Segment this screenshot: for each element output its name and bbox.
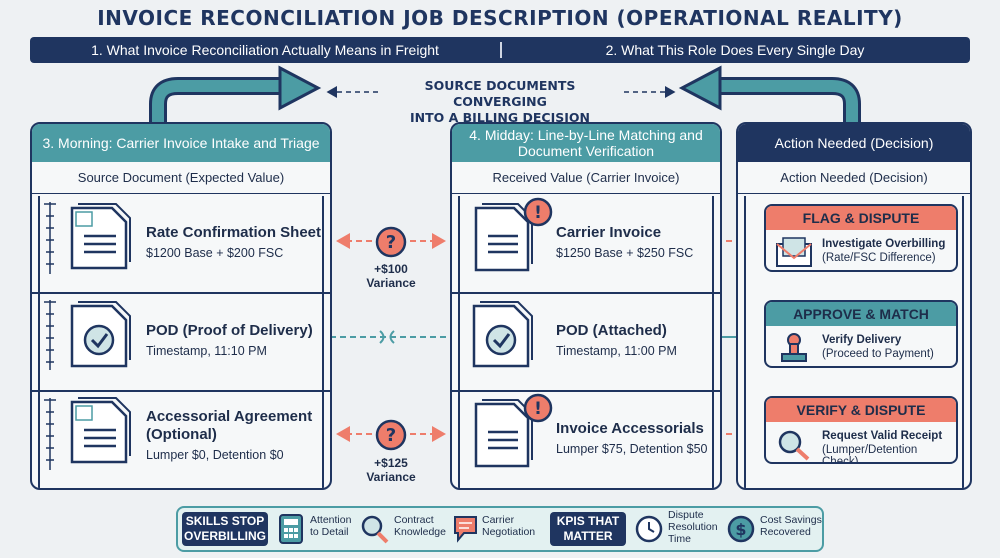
section-divider — [500, 42, 502, 58]
decision-verify-dispute: VERIFY & DISPUTE Request Valid Receipt (… — [764, 396, 958, 464]
envelope-icon — [776, 237, 812, 267]
ruler-ticks — [44, 202, 56, 470]
panel-morning-header: 3. Morning: Carrier Invoice Intake and T… — [32, 124, 330, 162]
page-title: INVOICE RECONCILIATION JOB DESCRIPTION (… — [97, 6, 903, 30]
panel-action-header: Action Needed (Decision) — [738, 124, 970, 162]
section-2-label: 2. What This Role Does Every Single Day — [605, 42, 865, 58]
magnifier-icon — [778, 430, 810, 461]
row-title: POD (Proof of Delivery) — [146, 322, 313, 339]
magnifier-icon — [361, 515, 389, 544]
alert-icon: ! — [474, 197, 553, 272]
row-value: $1200 Base + $200 FSC — [146, 246, 284, 260]
panel-midday-subheader: Received Value (Carrier Invoice) — [452, 162, 720, 194]
row-value: Lumper $0, Detention $0 — [146, 448, 284, 462]
decision-label: FLAG & DISPUTE — [766, 206, 956, 230]
row-value: Lumper $75, Detention $50 — [556, 442, 708, 456]
decision-flag-dispute: FLAG & DISPUTE Investigate Overbilling (… — [764, 204, 958, 272]
right-curved-arrow — [678, 65, 861, 122]
row-title: Invoice Accessorials — [556, 420, 704, 437]
left-curved-arrow — [149, 65, 322, 122]
decision-label: APPROVE & MATCH — [766, 302, 956, 326]
question-icon: ? — [375, 226, 407, 258]
row-title: Accessorial Agreement — [146, 408, 313, 425]
checkmark-icon — [70, 301, 131, 368]
dollar-icon: $ — [727, 515, 755, 543]
document-icon — [70, 203, 131, 270]
svg-text:$: $ — [735, 520, 746, 539]
panel-morning-subheader: Source Document (Expected Value) — [32, 162, 330, 194]
section-1-label: 1. What Invoice Reconciliation Actually … — [91, 42, 439, 58]
panel-action-subheader: Action Needed (Decision) — [738, 162, 970, 194]
row-title: POD (Attached) — [556, 322, 667, 339]
alert-icon: ! — [474, 393, 553, 468]
decision-label: VERIFY & DISPUTE — [766, 398, 956, 422]
converging-label: SOURCE DOCUMENTS CONVERGING INTO A BILLI… — [410, 78, 590, 125]
stamp-icon — [781, 333, 807, 362]
decision-approve-match: APPROVE & MATCH Verify Delivery (Proceed… — [764, 300, 958, 368]
panel-midday-matching: 4. Midday: Line-by-Line Matching and Doc… — [450, 122, 722, 490]
row-value: Timestamp, 11:00 PM — [556, 344, 677, 358]
svg-text:!: ! — [534, 399, 542, 419]
checkmark-icon — [472, 301, 533, 368]
clock-icon — [635, 515, 663, 543]
row-title: Carrier Invoice — [556, 224, 662, 241]
panel-morning-intake: 3. Morning: Carrier Invoice Intake and T… — [30, 122, 332, 490]
question-icon: ? — [375, 419, 407, 451]
row-title: (Optional) — [146, 426, 217, 443]
calculator-icon — [279, 514, 303, 544]
svg-text:!: ! — [534, 203, 542, 223]
panel-action-decision: Action Needed (Decision) Action Needed (… — [736, 122, 972, 490]
section-bar: 1. What Invoice Reconciliation Actually … — [30, 37, 970, 63]
svg-text:?: ? — [386, 425, 396, 446]
panel-midday-header: 4. Midday: Line-by-Line Matching and Doc… — [452, 124, 720, 162]
chat-icon — [454, 516, 477, 543]
row-value: $1250 Base + $250 FSC — [556, 246, 694, 260]
row-value: Timestamp, 11:10 PM — [146, 344, 267, 358]
svg-text:?: ? — [386, 232, 396, 253]
row-title: Rate Confirmation Sheet — [146, 224, 322, 241]
document-icon — [70, 397, 131, 464]
